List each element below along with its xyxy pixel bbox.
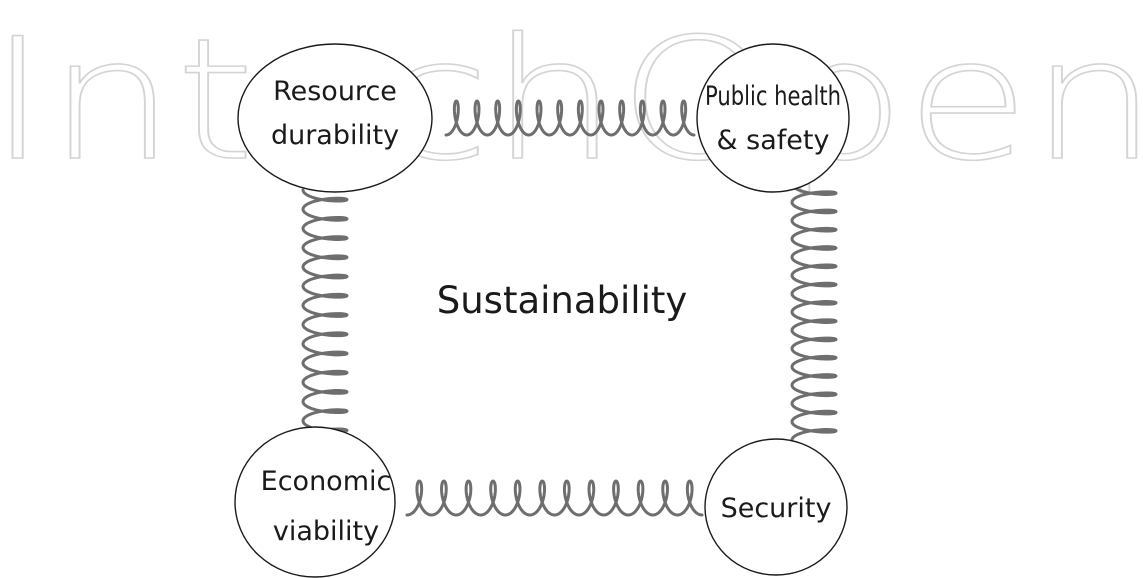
node-label-line-1: Security — [721, 493, 832, 524]
node-label-line-2: viability — [273, 516, 379, 547]
node-label-line-1: Economic — [261, 466, 392, 497]
node-economic-viability: Economic viability — [234, 426, 396, 578]
node-label-line-2: durability — [271, 120, 399, 151]
node-label-line-1: Public health — [705, 81, 841, 112]
node-label-line-2: & safety — [717, 125, 830, 156]
node-ellipse — [234, 426, 396, 578]
node-public-health-safety: Public health & safety — [696, 43, 850, 193]
node-label-line-1: Resource — [273, 76, 397, 107]
spring-top-resource-to-health — [444, 99, 696, 137]
node-resource-durability: Resource durability — [237, 43, 433, 193]
node-security: Security — [704, 438, 848, 576]
node-ellipse — [237, 43, 433, 193]
node-ellipse — [696, 43, 850, 193]
spring-left-resource-to-economic — [301, 188, 349, 442]
center-label-sustainability: Sustainability — [437, 279, 688, 322]
spring-connectors — [301, 99, 838, 517]
watermark-logo: IntechOpen — [0, 2, 1143, 198]
spring-right-health-to-security — [790, 182, 838, 442]
spring-bottom-economic-to-security — [405, 479, 704, 517]
node-ellipse — [704, 438, 848, 576]
